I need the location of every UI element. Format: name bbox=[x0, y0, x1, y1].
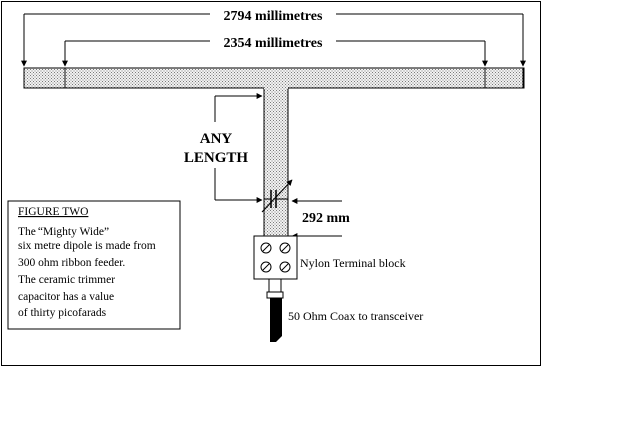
caption-line4: The ceramic trimmer bbox=[18, 274, 115, 286]
screw-icon bbox=[260, 242, 272, 254]
caption-line6: of thirty picofarads bbox=[18, 307, 107, 319]
terminal-block: Nylon Terminal block bbox=[253, 235, 406, 280]
ribbon-feeder bbox=[263, 87, 289, 237]
screw-icon bbox=[279, 261, 291, 273]
caption-heading: FIGURE TWO bbox=[18, 206, 88, 218]
caption-box: FIGURE TWO The“Mighty Wide” six metre di… bbox=[7, 200, 181, 330]
outer-dimension-label: 2794 millimetres bbox=[224, 9, 323, 24]
caption-line1: The“Mighty Wide” bbox=[18, 226, 109, 238]
gap-dimension-label: 292 mm bbox=[302, 211, 350, 226]
gap-dimension: 292 mm bbox=[291, 198, 350, 239]
diagram-frame bbox=[1, 1, 541, 366]
feeder-length-label-line1: ANY bbox=[200, 131, 233, 147]
caption-line1-pre: The bbox=[18, 226, 36, 238]
inner-dimension-label: 2354 millimetres bbox=[224, 36, 323, 51]
trimmer-capacitor-icon bbox=[261, 179, 293, 213]
caption-line2: six metre dipole is made from bbox=[18, 240, 156, 252]
feeder-length-label-line2: LENGTH bbox=[184, 150, 249, 166]
outer-dimension: 2794 millimetres bbox=[21, 9, 526, 67]
coax-cable: 50 Ohm Coax to transceiver bbox=[266, 279, 423, 342]
coax-label: 50 Ohm Coax to transceiver bbox=[288, 309, 423, 323]
screw-icon bbox=[260, 261, 272, 273]
terminal-block-label: Nylon Terminal block bbox=[300, 256, 406, 270]
caption-line5: capacitor has a value bbox=[18, 291, 114, 303]
dipole-element bbox=[23, 67, 525, 89]
inner-dimension: 2354 millimetres bbox=[62, 36, 488, 67]
caption-line3: 300 ohm ribbon feeder. bbox=[18, 257, 125, 269]
caption-antenna-name: Mighty Wide bbox=[43, 226, 104, 238]
screw-icon bbox=[279, 242, 291, 254]
feeder-length-indicator: ANY LENGTH bbox=[184, 93, 263, 203]
